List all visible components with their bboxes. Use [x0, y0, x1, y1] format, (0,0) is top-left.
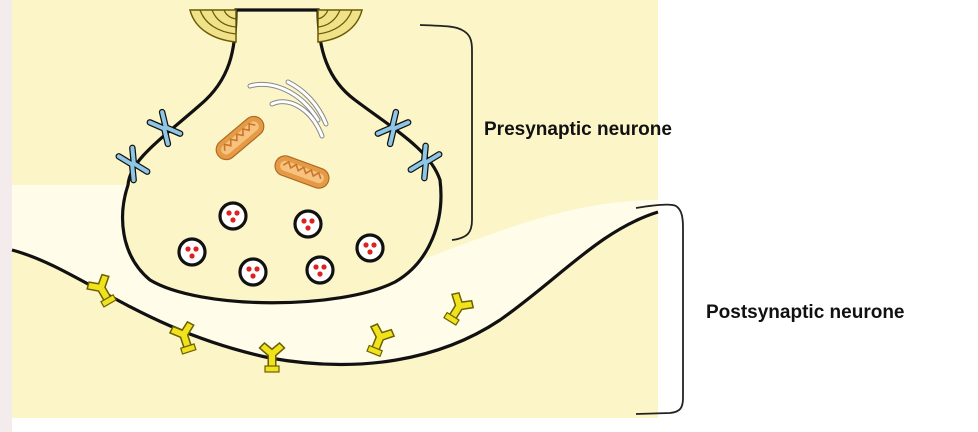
- presynaptic-brace: [419, 24, 473, 241]
- microtubules: [247, 79, 329, 139]
- presynaptic-label: Presynaptic neurone: [484, 119, 672, 140]
- synaptic-vesicle-icon: [177, 237, 207, 267]
- postsynaptic-label: Postsynaptic neurone: [706, 302, 905, 323]
- synaptic-vesicle-icon: [355, 233, 385, 263]
- synaptic-vesicle-icon: [293, 209, 323, 239]
- postsynaptic-neurone-body: [12, 212, 658, 418]
- left-margin-strip: [0, 0, 12, 432]
- postsynaptic-brace: [635, 203, 684, 415]
- synaptic-vesicle-icon: [238, 257, 268, 287]
- synaptic-vesicle-icon: [218, 201, 248, 231]
- synaptic-vesicle-icon: [305, 255, 335, 285]
